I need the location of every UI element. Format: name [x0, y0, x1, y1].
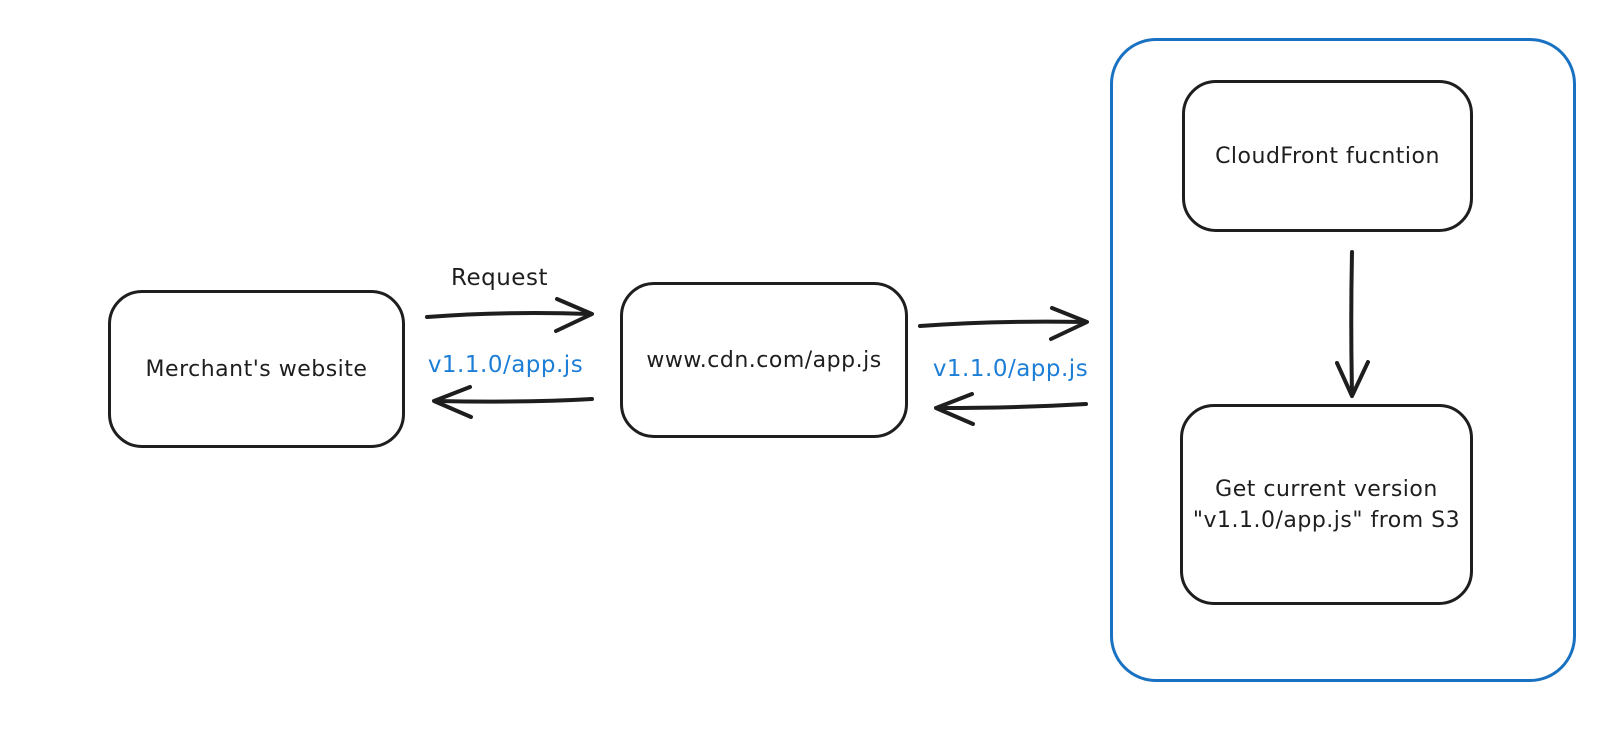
- node-cdn-url: www.cdn.com/app.js: [620, 282, 908, 438]
- edge-label-version-to-merchant: v1.1.0/app.js: [427, 352, 584, 378]
- edge-label-request: Request: [451, 265, 548, 291]
- node-get-version-s3-line1: Get current version: [1215, 476, 1438, 502]
- node-cdn-url-label: www.cdn.com/app.js: [646, 347, 882, 373]
- node-merchant-website: Merchant's website: [108, 290, 405, 448]
- node-cloudfront-function-label: CloudFront fucntion: [1215, 143, 1440, 169]
- arrow-merchant-to-cdn: [425, 297, 594, 333]
- node-cloudfront-function: CloudFront fucntion: [1182, 80, 1473, 232]
- node-get-version-s3: Get current version "v1.1.0/app.js" from…: [1180, 404, 1473, 605]
- arrow-cdn-to-merchant: [432, 385, 594, 419]
- edge-label-version-to-cdn: v1.1.0/app.js: [932, 356, 1089, 382]
- arrow-group-to-cdn: [934, 392, 1088, 426]
- node-merchant-website-label: Merchant's website: [145, 356, 368, 382]
- arrow-cdn-to-group: [918, 306, 1089, 341]
- node-get-version-s3-line2: "v1.1.0/app.js" from S3: [1192, 507, 1461, 533]
- node-get-version-s3-label: Get current version "v1.1.0/app.js" from…: [1193, 474, 1460, 536]
